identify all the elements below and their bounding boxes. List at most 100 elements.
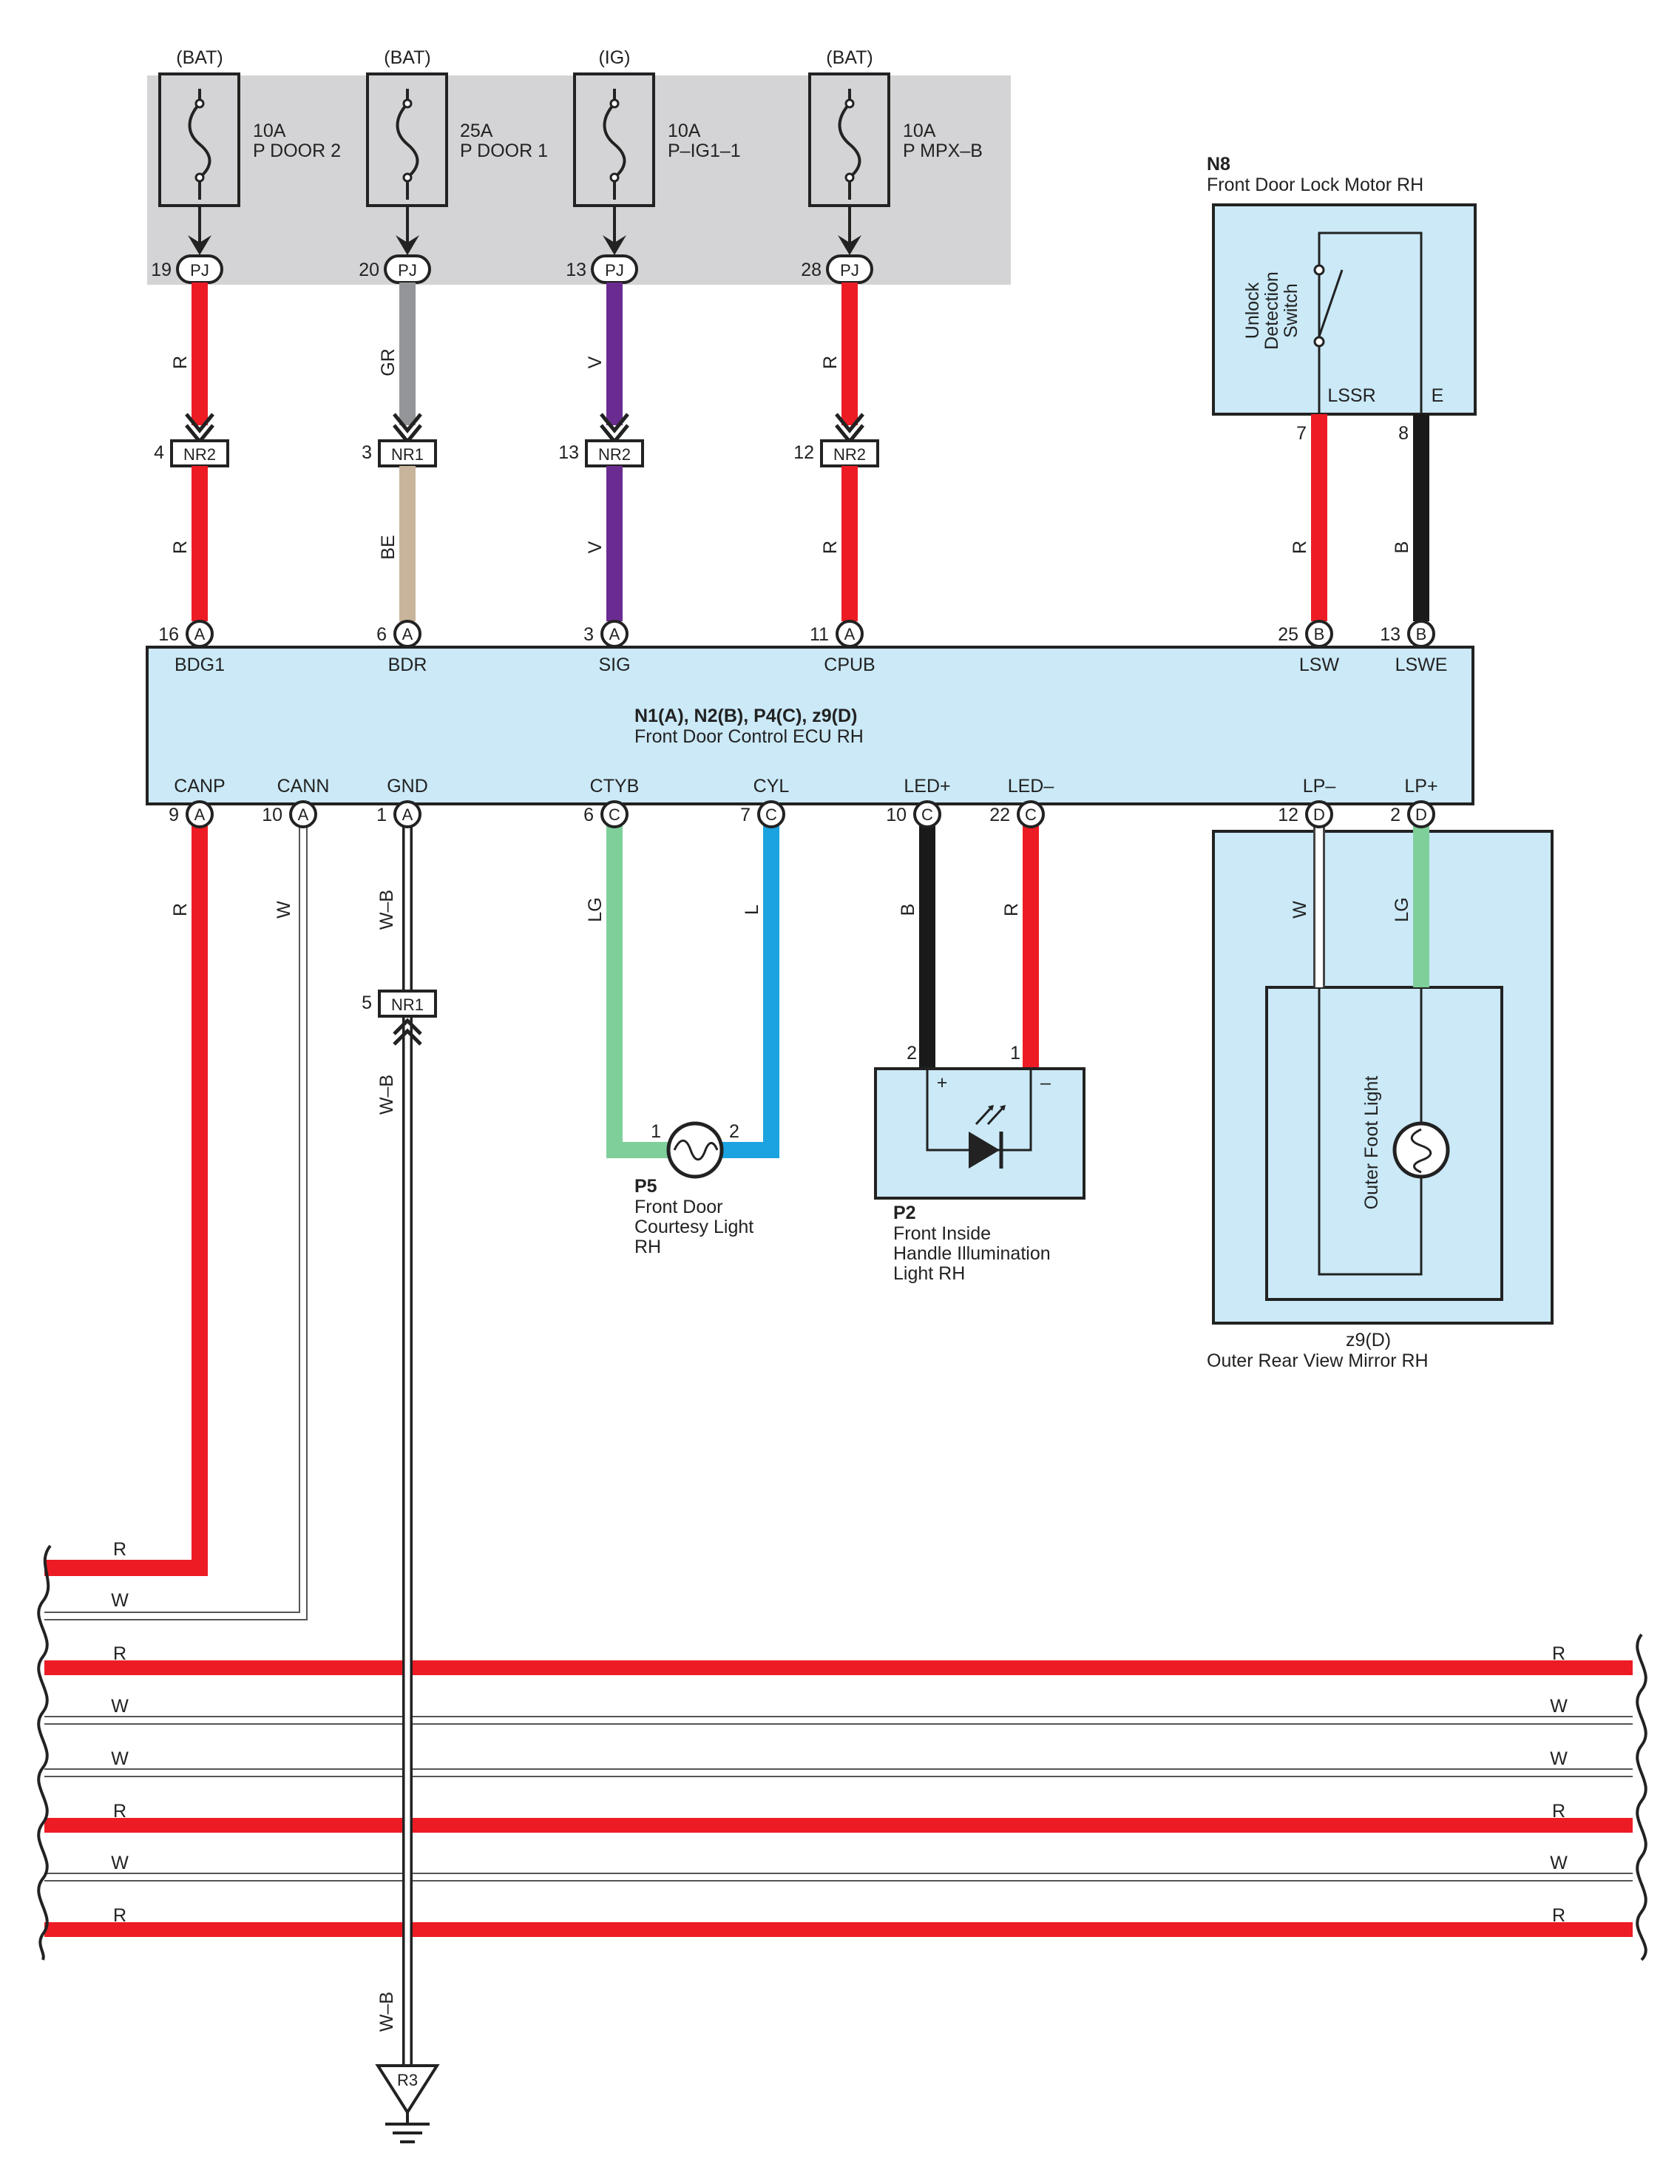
svg-text:–: – (1040, 1072, 1051, 1093)
svg-text:C: C (921, 805, 933, 824)
wire-color-label: R (170, 903, 191, 916)
svg-text:7: 7 (740, 805, 751, 825)
svg-text:7: 7 (1296, 423, 1307, 444)
svg-text:1: 1 (1010, 1043, 1020, 1064)
pin-number: 13 (558, 442, 579, 463)
svg-text:C: C (609, 805, 620, 824)
svg-text:A: A (194, 805, 206, 824)
svg-text:NR1: NR1 (391, 445, 424, 464)
wire-color-label: W–B (376, 1992, 397, 2032)
svg-text:12: 12 (1278, 805, 1298, 825)
bus-label: W (1550, 1748, 1568, 1769)
ecu-connector-pin (757, 800, 785, 828)
svg-text:E: E (1432, 385, 1444, 406)
svg-text:D: D (1415, 805, 1427, 824)
svg-text:1: 1 (651, 1121, 661, 1142)
fuse-column-3: (IG) 10A P–IG1–1 13 PJ V 13 NR2 V 3 A (558, 47, 741, 648)
svg-text:NR1: NR1 (391, 995, 424, 1014)
svg-text:B: B (1314, 625, 1325, 643)
svg-text:LP+: LP+ (1404, 776, 1437, 797)
bus-label: W (111, 1853, 129, 1873)
wire-color-label: GR (378, 348, 399, 376)
svg-text:Unlock: Unlock (1242, 282, 1263, 339)
pin-number: 12 (793, 442, 814, 463)
fuse-rating: 10A (253, 121, 286, 141)
component-id: P2 (893, 1203, 916, 1223)
svg-text:D: D (1313, 805, 1325, 824)
svg-text:LP–: LP– (1303, 776, 1336, 797)
svg-text:C: C (1025, 805, 1037, 824)
wire-color-label: R (170, 541, 191, 554)
wire-color-label: B (898, 904, 918, 916)
fuse-name: P MPX–B (903, 141, 983, 161)
ecu-connector-pin (1305, 800, 1333, 828)
pin-number: 28 (801, 260, 822, 280)
component-name: Front Door Lock Motor RH (1207, 175, 1423, 195)
svg-text:8: 8 (1398, 423, 1409, 444)
component-id: z9(D) (1346, 1330, 1391, 1350)
fuse-column-4: (BAT) 10A P MPX–B 28 PJ R 12 NR2 R 11 A (793, 47, 983, 648)
ecu-name: Front Door Control ECU RH (634, 726, 864, 747)
pin-number: 4 (154, 442, 164, 463)
svg-text:Detection: Detection (1261, 271, 1282, 350)
svg-text:CANP: CANP (174, 776, 225, 797)
courtesy-light: LG L 1 2 P5 Front Door Courtesy Light RH (585, 825, 779, 1257)
svg-text:A: A (402, 805, 413, 824)
wire-color-label: R (820, 356, 841, 369)
fuse-rating: 25A (460, 121, 493, 141)
fuse-supply: (BAT) (176, 47, 223, 68)
pin-number: 11 (810, 624, 829, 645)
wire-color-label: R (820, 541, 841, 554)
svg-text:2: 2 (907, 1043, 917, 1064)
ecu-signal: BDR (388, 655, 427, 675)
wire-color-label: W–B (376, 1075, 397, 1115)
wire-color-label: BE (378, 535, 399, 559)
svg-text:+: + (937, 1072, 948, 1093)
svg-text:Light RH: Light RH (893, 1263, 965, 1284)
svg-text:PJ: PJ (398, 261, 417, 280)
svg-text:Front Door: Front Door (634, 1197, 722, 1217)
svg-text:Switch: Switch (1281, 283, 1301, 338)
svg-text:Courtesy Light: Courtesy Light (634, 1217, 753, 1237)
motor-box (1212, 203, 1477, 416)
svg-text:13: 13 (1380, 624, 1400, 645)
svg-text:2: 2 (1390, 805, 1400, 825)
wire-color-label: V (585, 541, 606, 553)
fuse-rating: 10A (903, 121, 936, 141)
wire-color-label: R (1290, 541, 1310, 554)
component-id: P5 (634, 1176, 657, 1197)
fuse-supply: (BAT) (826, 47, 873, 68)
svg-text:NR2: NR2 (183, 445, 216, 464)
pin-number: 3 (583, 624, 594, 645)
svg-text:Handle Illumination: Handle Illumination (893, 1243, 1051, 1264)
fuse-column-2: (BAT) 25A P DOOR 1 20 PJ GR 3 NR1 BE 6 A (359, 47, 548, 648)
ecu-connector-pin (289, 800, 317, 828)
svg-text:GND: GND (387, 776, 428, 797)
bus-label: W (111, 1590, 129, 1611)
break-mark-right (1636, 1633, 1647, 1961)
pin-number: 3 (362, 442, 372, 463)
mirror-box (1212, 830, 1554, 1325)
wire-color-label: W–B (376, 890, 397, 930)
ecu-connector-pin (1407, 800, 1435, 828)
fuse-block-panel (147, 75, 1011, 285)
svg-text:NR2: NR2 (833, 445, 866, 464)
svg-text:A: A (298, 805, 309, 824)
component-name: Outer Rear View Mirror RH (1207, 1350, 1429, 1371)
bus-label: R (113, 1905, 126, 1926)
ecu-signal: SIG (598, 655, 630, 675)
junction-connector (820, 439, 879, 467)
wire-color-label: L (742, 905, 762, 915)
fuse-supply: (BAT) (384, 47, 430, 68)
svg-text:10: 10 (262, 805, 282, 825)
ecu-signal: CPUB (824, 655, 875, 675)
svg-text:CYL: CYL (753, 776, 790, 797)
switch-icon (1318, 269, 1344, 337)
fuse-supply: (IG) (598, 47, 630, 68)
svg-text:PJ: PJ (605, 261, 624, 280)
ecu-signal: LSWE (1395, 655, 1448, 675)
svg-text:C: C (765, 805, 777, 824)
fuse-column-1: (BAT) 10A P DOOR 2 19 PJ R 4 NR2 R 16 A (151, 47, 341, 648)
ecu-bottom-connectors: 9 A 10 A 1 A 6 C 7 C 10 C 22 C 12 D 2 D (169, 800, 1435, 828)
